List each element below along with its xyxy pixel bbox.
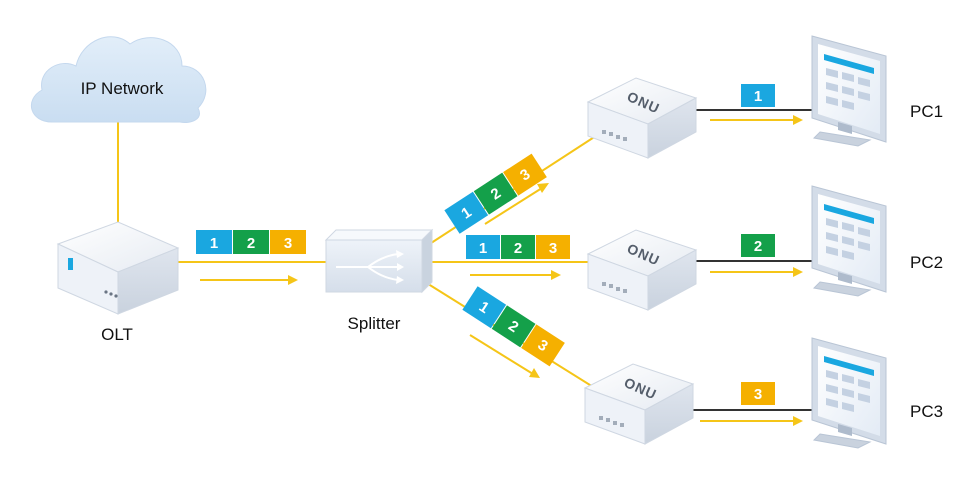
arrow-splitter-onu2 <box>470 270 561 280</box>
packet-2: 2 <box>501 235 535 259</box>
cloud-icon <box>31 36 207 123</box>
onu-device-icon <box>586 77 698 159</box>
onu2-device: ONU <box>586 229 698 311</box>
pc3-label: PC3 <box>910 402 943 421</box>
packet-1: 1 <box>444 191 489 234</box>
onu-device-icon <box>586 229 698 311</box>
packet-onu3-pc3: 3 <box>741 382 775 405</box>
packet-2: 2 <box>233 230 269 254</box>
packets-splitter-onu1: 1 2 3 <box>444 153 547 234</box>
packet-2: 2 <box>491 305 536 348</box>
svg-text:2: 2 <box>247 235 255 252</box>
pc1-label: PC1 <box>910 102 943 121</box>
cloud-label: IP Network <box>81 79 164 98</box>
svg-text:2: 2 <box>514 240 522 257</box>
pc2-device <box>811 185 887 297</box>
packet-1: 1 <box>462 286 507 329</box>
svg-text:3: 3 <box>284 235 292 252</box>
olt-device-icon <box>56 221 180 315</box>
arrow-onu1-pc1 <box>710 115 803 125</box>
packet-3: 3 <box>536 235 570 259</box>
svg-text:1: 1 <box>754 88 762 105</box>
monitor-icon <box>811 337 887 449</box>
packet-3: 3 <box>270 230 306 254</box>
svg-text:1: 1 <box>210 235 218 252</box>
packet-3: 3 <box>521 324 565 367</box>
svg-text:1: 1 <box>479 240 487 257</box>
packet-onu1-pc1: 1 <box>741 84 775 107</box>
packet-2: 2 <box>473 172 518 215</box>
splitter-label: Splitter <box>348 314 401 333</box>
olt-label: OLT <box>101 325 133 344</box>
fiber-splitter-onu1 <box>424 131 603 248</box>
packet-1: 1 <box>196 230 232 254</box>
onu-device-icon <box>583 363 695 445</box>
pc2-label: PC2 <box>910 253 943 272</box>
arrow-splitter-onu1 <box>484 183 549 225</box>
onu3-device: ONU <box>583 363 695 445</box>
svg-text:2: 2 <box>754 238 762 255</box>
svg-text:3: 3 <box>754 386 762 403</box>
arrow-olt-splitter <box>200 275 298 285</box>
packets-splitter-onu2: 1 2 3 <box>466 235 570 259</box>
arrow-onu3-pc3 <box>700 416 803 426</box>
monitor-icon <box>811 185 887 297</box>
packet-1: 1 <box>466 235 500 259</box>
packets-splitter-onu3: 1 2 3 <box>462 286 565 367</box>
monitor-icon <box>811 35 887 147</box>
pc1-device <box>811 35 887 147</box>
svg-text:3: 3 <box>549 240 557 257</box>
splitter-icon <box>324 228 434 294</box>
pc3-device <box>811 337 887 449</box>
packet-onu2-pc2: 2 <box>741 234 775 257</box>
direction-arrows <box>200 115 803 426</box>
arrow-splitter-onu3 <box>469 334 540 378</box>
arrow-onu2-pc2 <box>710 267 803 277</box>
packets-olt-splitter: 1 2 3 <box>196 230 306 254</box>
packet-3: 3 <box>503 153 547 196</box>
onu1-device: ONU <box>586 77 698 159</box>
